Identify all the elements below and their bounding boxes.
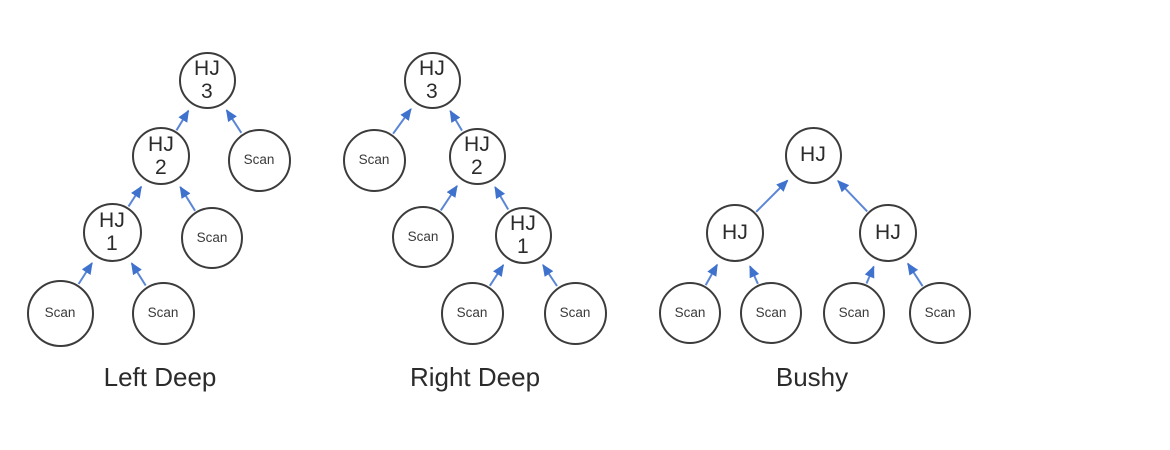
left-deep-node-scan-mid-right[interactable]: Scan: [181, 207, 243, 269]
node-label-primary: HJ: [193, 57, 221, 81]
node-label-primary: HJ: [418, 57, 446, 81]
left-deep-node-scan-bottom-left[interactable]: Scan: [26, 279, 94, 347]
left-deep-node-scan-top-right[interactable]: Scan: [227, 128, 291, 192]
node-label-primary: Scan: [358, 152, 390, 168]
right-deep-node-scan-top-left[interactable]: Scan: [342, 128, 406, 192]
edge-hj2-to-hj3: [175, 109, 190, 131]
node-label-primary: HJ: [463, 133, 491, 157]
node-label-primary: Scan: [243, 152, 275, 168]
edge-hj1-to-hj2: [127, 185, 143, 207]
bushy-node-hj-root[interactable]: HJ: [784, 126, 842, 184]
right-deep-node-scan-bottom-right[interactable]: Scan: [543, 281, 607, 345]
node-label-primary: Scan: [407, 229, 439, 245]
node-label-primary: Scan: [196, 230, 228, 246]
right-deep-node-scan-mid-left[interactable]: Scan: [392, 206, 454, 268]
node-label-primary: HJ: [874, 220, 902, 244]
edge-hj2-to-hj3: [449, 109, 463, 132]
node-label-primary: Scan: [924, 305, 956, 321]
bushy-node-hj-right[interactable]: HJ: [859, 204, 917, 262]
edge-scan-bottom-right-to-hj1: [542, 264, 558, 287]
bushy-node-scan-4[interactable]: Scan: [909, 282, 971, 344]
edge-scan-mid-left-to-hj2: [439, 185, 458, 211]
node-label-primary: HJ: [721, 220, 749, 244]
node-label-secondary: 2: [155, 155, 167, 179]
node-label-primary: HJ: [509, 212, 537, 236]
node-label-secondary: 3: [201, 79, 213, 103]
edge-hj1-to-hj2: [494, 186, 510, 211]
edge-scan-3-to-hj-right: [864, 265, 875, 284]
edge-scan-top-left-to-hj3: [392, 108, 412, 135]
edge-scan-4-to-hj-right: [907, 262, 924, 287]
bushy-node-hj-left[interactable]: HJ: [706, 204, 764, 262]
edge-scan-1-to-hj-left: [704, 263, 718, 286]
node-label-primary: Scan: [147, 305, 179, 321]
node-label-primary: HJ: [98, 209, 126, 233]
bushy-node-scan-1[interactable]: Scan: [659, 282, 721, 344]
node-label-secondary: 1: [517, 234, 529, 258]
edge-scan-bottom-left-to-hj1: [488, 264, 505, 287]
edge-scan-bottom-left-to-hj1: [77, 262, 93, 285]
right-deep-node-scan-bottom-left[interactable]: Scan: [440, 281, 504, 345]
left-deep-node-scan-bottom-right[interactable]: Scan: [131, 281, 195, 345]
edge-hj-right-to-hj-root: [837, 180, 868, 213]
edge-scan-mid-right-to-hj2: [179, 185, 196, 212]
edge-scan-bottom-right-to-hj1: [130, 262, 147, 287]
node-label-primary: Scan: [674, 305, 706, 321]
node-label-secondary: 3: [426, 79, 438, 103]
edge-scan-2-to-hj-left: [749, 265, 760, 285]
bushy-node-scan-3[interactable]: Scan: [823, 282, 885, 344]
bushy-node-scan-2[interactable]: Scan: [740, 282, 802, 344]
node-label-primary: Scan: [456, 305, 488, 321]
edge-scan-top-right-to-hj3: [225, 109, 243, 134]
node-label-primary: Scan: [755, 305, 787, 321]
node-label-secondary: 2: [471, 155, 483, 179]
node-label-primary: Scan: [44, 305, 76, 321]
node-label-secondary: 1: [106, 231, 118, 255]
node-label-primary: HJ: [147, 133, 175, 157]
node-label-primary: HJ: [799, 142, 827, 166]
edge-hj-left-to-hj-root: [755, 179, 789, 213]
node-label-primary: Scan: [559, 305, 591, 321]
caption-right-deep: Right Deep: [409, 362, 541, 392]
node-label-primary: Scan: [838, 305, 870, 321]
caption-left-deep: Left Deep: [103, 362, 217, 392]
caption-bushy: Bushy: [775, 362, 849, 392]
